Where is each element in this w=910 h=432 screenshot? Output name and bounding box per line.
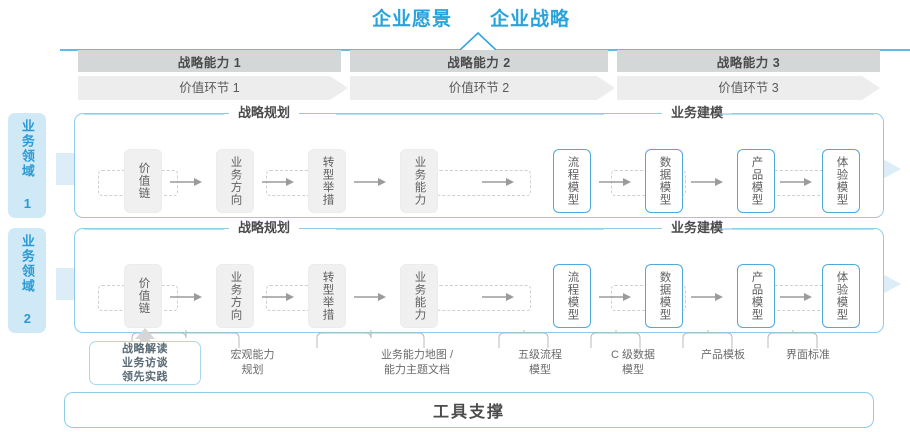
annotation-capability-map: 业务能力地图 / 能力主题文档	[357, 348, 477, 378]
enterprise-strategy-title: 企业战略	[490, 9, 571, 30]
annotation-line: 能力主题文档	[384, 363, 450, 376]
node-label: 业务方向	[229, 156, 242, 206]
node-label: 转型举措	[321, 271, 334, 321]
value-stage-label-1: 价值环节 1	[179, 81, 240, 95]
node-label: 业务能力	[413, 271, 426, 321]
value-stage-label-3: 价值环节 3	[718, 81, 779, 95]
node-transformation-measures-2[interactable]: 转型举措	[308, 264, 346, 328]
annotation-c-level-data: C 级数据 模型	[588, 348, 678, 378]
flow-arrow-icon	[691, 293, 723, 301]
node-business-capability-1[interactable]: 业务能力	[400, 149, 438, 213]
node-label: 价值链	[137, 277, 150, 315]
node-business-direction-2[interactable]: 业务方向	[216, 264, 254, 328]
annotation-line: 宏观能力	[230, 349, 275, 361]
flow-arrow-icon	[262, 293, 294, 301]
domain-tab-1[interactable]: 业务领域 1	[8, 113, 46, 218]
domain-tab-2[interactable]: 业务领域 2	[8, 228, 46, 333]
node-value-chain-1[interactable]: 价值链	[124, 149, 162, 213]
enterprise-vision-title: 企业愿景	[372, 9, 453, 30]
value-stage-label-2: 价值环节 2	[448, 81, 510, 95]
flow-arrow-icon	[599, 293, 631, 301]
section-divider-lines-2	[84, 228, 874, 230]
node-data-model-2[interactable]: 数据模型	[645, 264, 683, 328]
flow-arrow-icon	[262, 178, 294, 186]
node-experience-model-2[interactable]: 体验模型	[822, 264, 860, 328]
flow-arrow-icon	[482, 178, 514, 186]
node-label: 业务能力	[413, 156, 426, 206]
flow-arrow-icon	[354, 293, 386, 301]
annotation-line: 战略解读	[122, 342, 168, 355]
node-label: 数据模型	[658, 271, 671, 321]
annotation-line: 模型	[622, 363, 644, 376]
node-value-chain-2[interactable]: 价值链	[124, 264, 162, 328]
domain-tab-2-label: 业务领域 2	[19, 233, 35, 328]
annotation-box-strategy-inputs: 战略解读 业务访谈 领先实践	[89, 341, 201, 385]
node-process-model-1[interactable]: 流程模型	[553, 149, 591, 213]
annotation-line: 五级流程	[518, 349, 562, 361]
node-label: 体验模型	[835, 271, 848, 321]
node-label: 产品模型	[750, 271, 763, 321]
node-label: 流程模型	[566, 156, 579, 206]
node-label: 产品模型	[750, 156, 763, 206]
annotation-line: 产品模板	[701, 349, 745, 361]
annotation-line: 规划	[241, 363, 264, 376]
annotation-ui-standard: 界面标准	[763, 348, 853, 363]
section-title-strategy-planning-1: 战略规划	[229, 104, 300, 122]
section-title-strategy-planning-2: 战略规划	[229, 219, 300, 237]
node-data-model-1[interactable]: 数据模型	[645, 149, 683, 213]
section-title-business-modeling-1: 业务建模	[662, 104, 733, 122]
flow-arrow-icon	[780, 293, 812, 301]
node-label: 价值链	[137, 162, 150, 200]
flow-arrow-icon	[482, 293, 514, 301]
capability-bar-1: 战略能力 1	[78, 50, 341, 72]
annotation-line: 模型	[529, 363, 551, 376]
node-label: 流程模型	[566, 271, 579, 321]
domain-row-2: 战略规划 业务建模 价值链 业务方向 转型举措 业务能力 流程模型 数据模型 产…	[56, 219, 901, 333]
domain-tab-1-label: 业务领域 1	[19, 118, 35, 213]
annotation-line: 业务访谈	[122, 356, 168, 369]
node-product-model-1[interactable]: 产品模型	[737, 149, 775, 213]
capability-bar-row: 战略能力 1 战略能力 2 战略能力 3	[0, 50, 910, 72]
tool-support-title: 工具支撑	[432, 404, 505, 421]
value-stage-chevrons	[78, 76, 880, 100]
flow-arrow-icon	[599, 178, 631, 186]
node-business-direction-1[interactable]: 业务方向	[216, 149, 254, 213]
value-stage-row: 价值环节 1 价值环节 2 价值环节 3	[0, 76, 910, 100]
flow-arrow-icon	[170, 178, 202, 186]
flow-arrow-icon	[170, 293, 202, 301]
annotation-product-template: 产品模板	[678, 348, 768, 363]
annotation-macro-capability: 宏观能力 规划	[200, 348, 305, 378]
flow-arrow-icon	[691, 178, 723, 186]
annotation-brackets	[131, 330, 818, 348]
node-product-model-2[interactable]: 产品模型	[737, 264, 775, 328]
section-divider-lines-1	[84, 113, 874, 115]
capability-bar-3: 战略能力 3	[617, 50, 880, 72]
annotation-line: 界面标准	[786, 349, 830, 361]
flow-arrow-icon	[780, 178, 812, 186]
node-experience-model-1[interactable]: 体验模型	[822, 149, 860, 213]
annotation-line: 领先实践	[122, 371, 168, 384]
node-label: 业务方向	[229, 271, 242, 321]
section-title-business-modeling-2: 业务建模	[662, 219, 733, 237]
annotation-line: 业务能力地图 /	[380, 349, 454, 361]
capability-bar-2: 战略能力 2	[350, 50, 608, 72]
vision-title-row: 企业愿景 企业战略	[0, 4, 910, 32]
node-label: 数据模型	[658, 156, 671, 206]
node-label: 体验模型	[835, 156, 848, 206]
node-transformation-measures-1[interactable]: 转型举措	[308, 149, 346, 213]
node-process-model-2[interactable]: 流程模型	[553, 264, 591, 328]
flow-arrow-icon	[354, 178, 386, 186]
annotation-line: C 级数据	[611, 349, 655, 361]
domain-row-1: 战略规划 业务建模 价值链 业务方向 转型举措 业务能力 流程模型 数据模型 产…	[56, 104, 901, 218]
annotation-five-level-process: 五级流程 模型	[495, 348, 585, 378]
node-label: 转型举措	[321, 156, 334, 206]
node-business-capability-2[interactable]: 业务能力	[400, 264, 438, 328]
tool-support-bar: 工具支撑	[64, 392, 874, 428]
